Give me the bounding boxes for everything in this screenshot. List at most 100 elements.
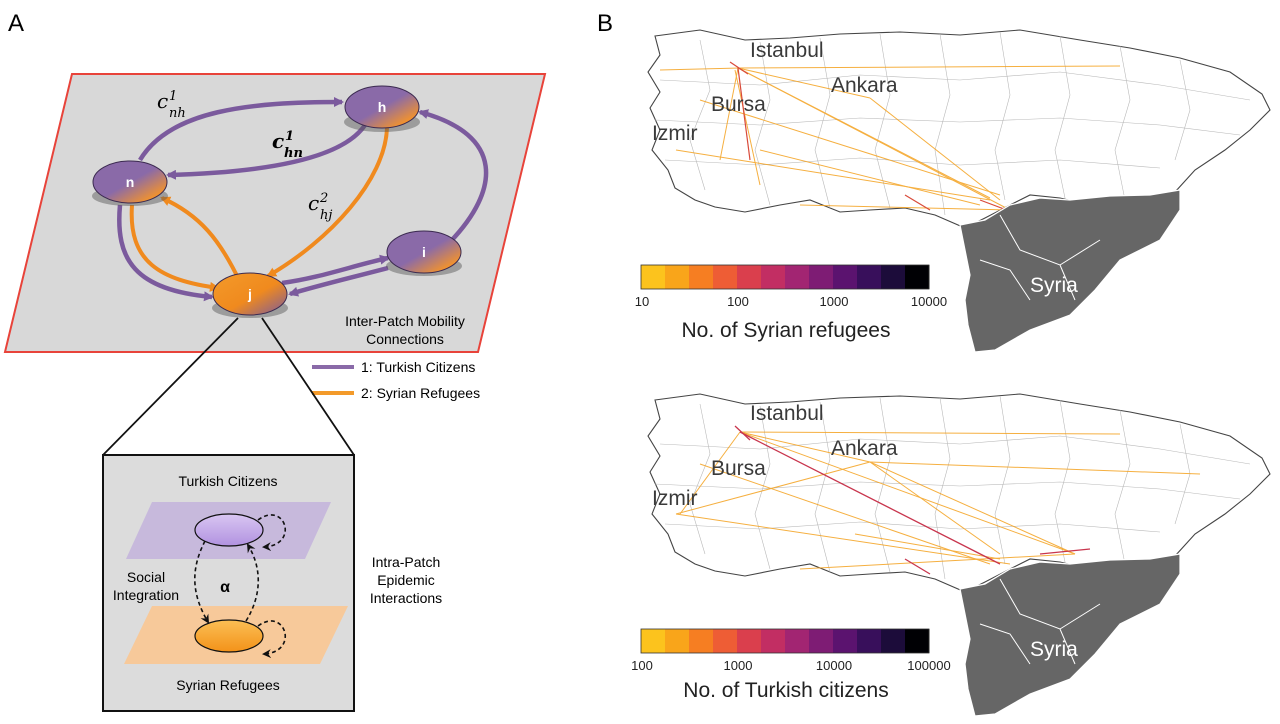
zoom-line-right [261,317,355,456]
colorbar-swatch [809,629,834,653]
intra-patch-detail-box [102,454,355,712]
colorbar-title-citizens: No. of Turkish citizens [683,679,888,702]
inter-patch-plane [3,73,547,353]
interaction-loops [194,514,286,659]
colorbar-swatch [665,629,690,653]
colorbar-swatch [881,629,906,653]
node-j: j [212,272,288,318]
colorbar-swatch [905,265,930,289]
country-syria: Syria [1030,638,1078,661]
syria-provinces [979,578,1101,665]
syria-shape [959,553,1181,717]
turkish-mobility-arrows [117,97,489,302]
colorbar-swatch [785,265,810,289]
colorbar-swatch [809,265,834,289]
intra-patch-label-3: Interactions [370,590,442,606]
node-n-label: n [126,174,135,190]
city-bursa: Bursa [711,457,766,480]
colorbar-swatch [761,265,786,289]
refugee-flow-lines [659,65,1121,211]
citizen-flow-lines [675,431,1201,570]
tick-label: 100 [727,294,749,309]
colorbar-swatch [641,629,666,653]
colorbar-swatch [689,265,714,289]
colorbar-swatch [641,265,666,289]
tick-label: 1000 [724,658,753,673]
colorbar-swatch [713,265,738,289]
tick-label: 10000 [816,658,852,673]
colorbar-frame [640,628,930,654]
country-syria: Syria [1030,274,1078,297]
detail-top-label: Turkish Citizens [178,473,277,489]
turkey-outline [647,393,1271,593]
coeff-base: c [308,191,319,215]
node-i-label: i [422,244,426,260]
coeff-sub: hn [284,146,303,161]
colorbar-swatch [881,265,906,289]
colorbar-swatch [833,629,858,653]
mobility-legend: 1: Turkish Citizens 2: Syrian Refugees [312,359,480,401]
colorbar-swatch [665,265,690,289]
legend-label-syrian: 2: Syrian Refugees [361,385,480,401]
syrian-mobility-arrows [129,127,389,292]
city-izmir: Izmir [652,122,698,145]
legend-label-turkish: 1: Turkish Citizens [361,359,475,375]
turkey-outline [647,29,1271,229]
colorbar-swatch [713,629,738,653]
city-istanbul: Istanbul [750,39,824,62]
coeff-sup: 1 [169,89,177,104]
coeff-base: c [272,129,284,153]
province-borders [654,31,1251,216]
coeff-sub: nh [169,106,186,121]
tick-label: 1000 [820,294,849,309]
tick-label: 10000 [911,294,947,309]
colorbar-swatch [857,629,882,653]
colorbar-swatch [905,629,930,653]
social-label: Social [127,569,165,585]
coeff-c-nh: c 1 nh [157,89,186,121]
tick-label: 10 [635,294,649,309]
city-istanbul: Istanbul [750,402,824,425]
panel-a-label: A [8,10,24,37]
integration-label: Integration [113,587,179,603]
coeff-base: c [157,89,168,113]
syria-shape [959,189,1181,353]
city-bursa: Bursa [711,93,766,116]
map-turkish-citizens: Istanbul Ankara Bursa Izmir Syria 100 10… [631,393,1271,717]
map-syrian-refugees: Istanbul Ankara Bursa Izmir Syria 10 100… [635,29,1271,353]
node-n: n [92,160,168,206]
zoom-line-left [102,317,239,456]
syria-provinces [979,214,1101,301]
node-h: h [344,85,420,132]
node-h-label: h [378,99,387,115]
colorbar-frame [640,264,930,290]
city-ankara: Ankara [831,74,898,97]
tick-label: 100000 [907,658,950,673]
turkish-compartment [194,513,264,547]
inter-patch-label-2: Connections [366,331,444,347]
coeff-c-hj: c 2 hj [308,191,332,223]
coeff-sup: 1 [285,129,294,144]
node-i: i [386,230,462,276]
city-izmir: Izmir [652,487,698,510]
inter-patch-label-1: Inter-Patch Mobility [345,313,465,329]
colorbar-title-refugees: No. of Syrian refugees [682,319,891,342]
colorbar-swatch [857,265,882,289]
node-j-label: j [247,286,252,302]
colorbar-swatch [785,629,810,653]
colorbar-swatch [737,629,762,653]
citizen-flow-strong [734,425,1091,575]
colorbar-swatch [833,265,858,289]
colorbar-citizens [640,628,930,654]
coeff-sup: 2 [319,191,328,206]
colorbar-refugees [640,264,930,290]
coeff-c-hn: c 1 hn [272,129,303,161]
tick-label: 100 [631,658,653,673]
detail-bottom-label: Syrian Refugees [176,677,280,693]
alpha-symbol: α [220,579,230,596]
coeff-sub: hj [320,208,332,223]
panel-b-label: B [597,10,613,37]
intra-patch-label-2: Epidemic [377,572,435,588]
colorbar-ticks-refugees: 10 100 1000 10000 [635,294,947,309]
